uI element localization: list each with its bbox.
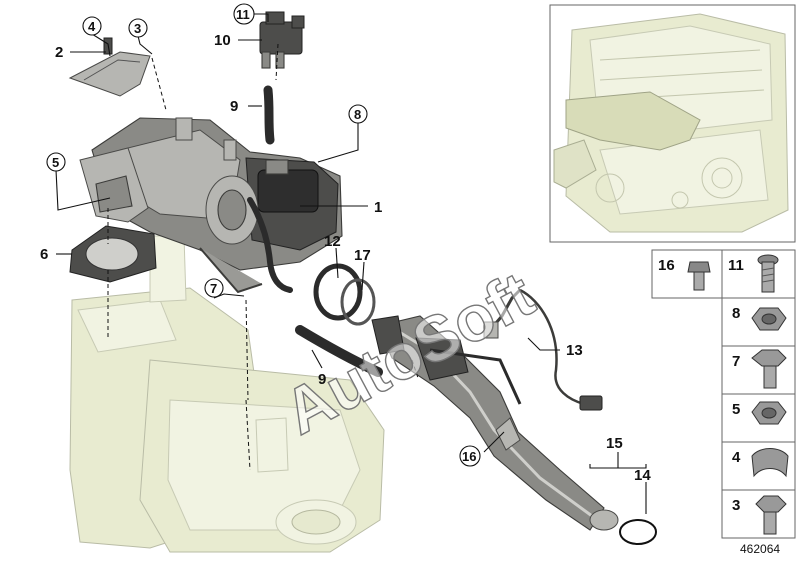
- egr-pipe-part-15: [371, 315, 619, 531]
- callout-4: 4: [88, 19, 96, 34]
- egr-cooler-part-1: [91, 117, 343, 294]
- engine-overview-inset: [549, 4, 796, 243]
- diagram-reference-number: 462064: [740, 542, 780, 556]
- callout-1: 1: [374, 199, 382, 216]
- legend-label-4: 4: [732, 449, 741, 466]
- legend-label-16: 16: [658, 257, 675, 274]
- leader-lines: [55, 13, 647, 514]
- hose-part-9-lower-highlight: [298, 328, 380, 374]
- heat-shield-part-2: [68, 37, 151, 97]
- callout-13: 13: [566, 342, 583, 359]
- legend-label-3: 3: [732, 497, 740, 514]
- bolt-7-drawing: [751, 349, 787, 389]
- pressure-sensor-part-10: [259, 11, 305, 69]
- callout-11-circle: [233, 3, 255, 25]
- callout-7: 7: [210, 281, 217, 296]
- exhaust-elbow: [79, 147, 149, 223]
- callout-2: 2: [55, 44, 63, 61]
- callout-16: 16: [462, 449, 476, 464]
- callout-5-circle: [46, 152, 66, 172]
- callout-4-circle: [82, 16, 102, 36]
- fastener-legend: 16 11 8 7 5 4 3: [651, 249, 796, 539]
- callout-8: 8: [354, 107, 361, 122]
- callout-16-circle: [459, 445, 481, 467]
- callout-15: 15: [606, 435, 623, 452]
- hose-part-9-upper-highlight: [266, 88, 272, 142]
- nut-8-drawing: [751, 307, 787, 331]
- callout-10: 10: [214, 32, 231, 49]
- bolt-11-drawing: [757, 254, 779, 293]
- callout-labels: 1 2 3 4 5 6 7 8 9 9 10 11 12 13 14 15 16…: [40, 3, 651, 484]
- clip-4-drawing: [751, 448, 789, 478]
- callout-8-circle: [348, 104, 368, 124]
- clamp-part-12: [313, 263, 376, 326]
- bolt-16-drawing: [687, 261, 711, 291]
- callout-12: 12: [324, 233, 341, 250]
- seal-ring-part-14: [619, 519, 657, 545]
- callout-9-lower: 9: [318, 371, 326, 388]
- gasket-part-6: [69, 225, 157, 283]
- callout-3: 3: [134, 21, 141, 36]
- legend-label-7: 7: [732, 353, 740, 370]
- callout-14: 14: [634, 467, 651, 484]
- nut-5-drawing: [751, 401, 787, 425]
- callout-5: 5: [52, 155, 59, 170]
- legend-cell-3: [721, 489, 796, 539]
- legend-label-11: 11: [728, 257, 744, 274]
- assembly-dash-lines: [107, 43, 419, 471]
- particulate-filter-ghost: [69, 235, 385, 553]
- callout-6: 6: [40, 246, 48, 263]
- callout-11: 11: [236, 7, 250, 22]
- callout-7-circle: [204, 278, 224, 298]
- bolt-3-drawing: [755, 495, 787, 535]
- temperature-sensor-part-13: [483, 288, 603, 411]
- legend-label-5: 5: [732, 401, 740, 418]
- engine-overview-illustration: [553, 13, 789, 233]
- callout-3-circle: [128, 18, 148, 38]
- callout-17: 17: [354, 247, 371, 264]
- callout-9-upper: 9: [230, 98, 238, 115]
- legend-label-8: 8: [732, 305, 740, 322]
